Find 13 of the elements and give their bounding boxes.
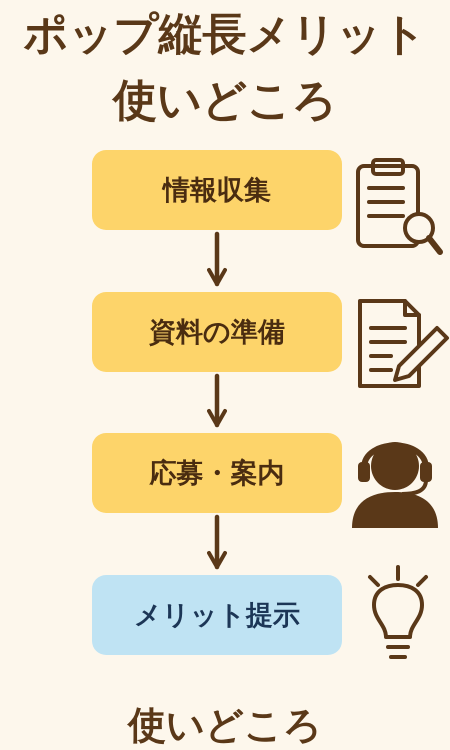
- arrow: [207, 374, 227, 428]
- process-box: [92, 292, 342, 372]
- step-label: 資料の準備: [149, 316, 285, 350]
- step-label: 情報収集: [163, 174, 271, 208]
- process-box: [92, 575, 342, 655]
- process-box: [92, 150, 342, 230]
- process-box: [92, 433, 342, 513]
- arrow: [207, 232, 227, 286]
- subtitle: 使いどころ: [126, 702, 323, 749]
- arrow: [207, 514, 227, 570]
- step-label: 応募・案内: [150, 457, 284, 491]
- title: ポップ縦長メリット使いどころ: [22, 8, 428, 128]
- step-label: メリット提示: [134, 599, 300, 633]
